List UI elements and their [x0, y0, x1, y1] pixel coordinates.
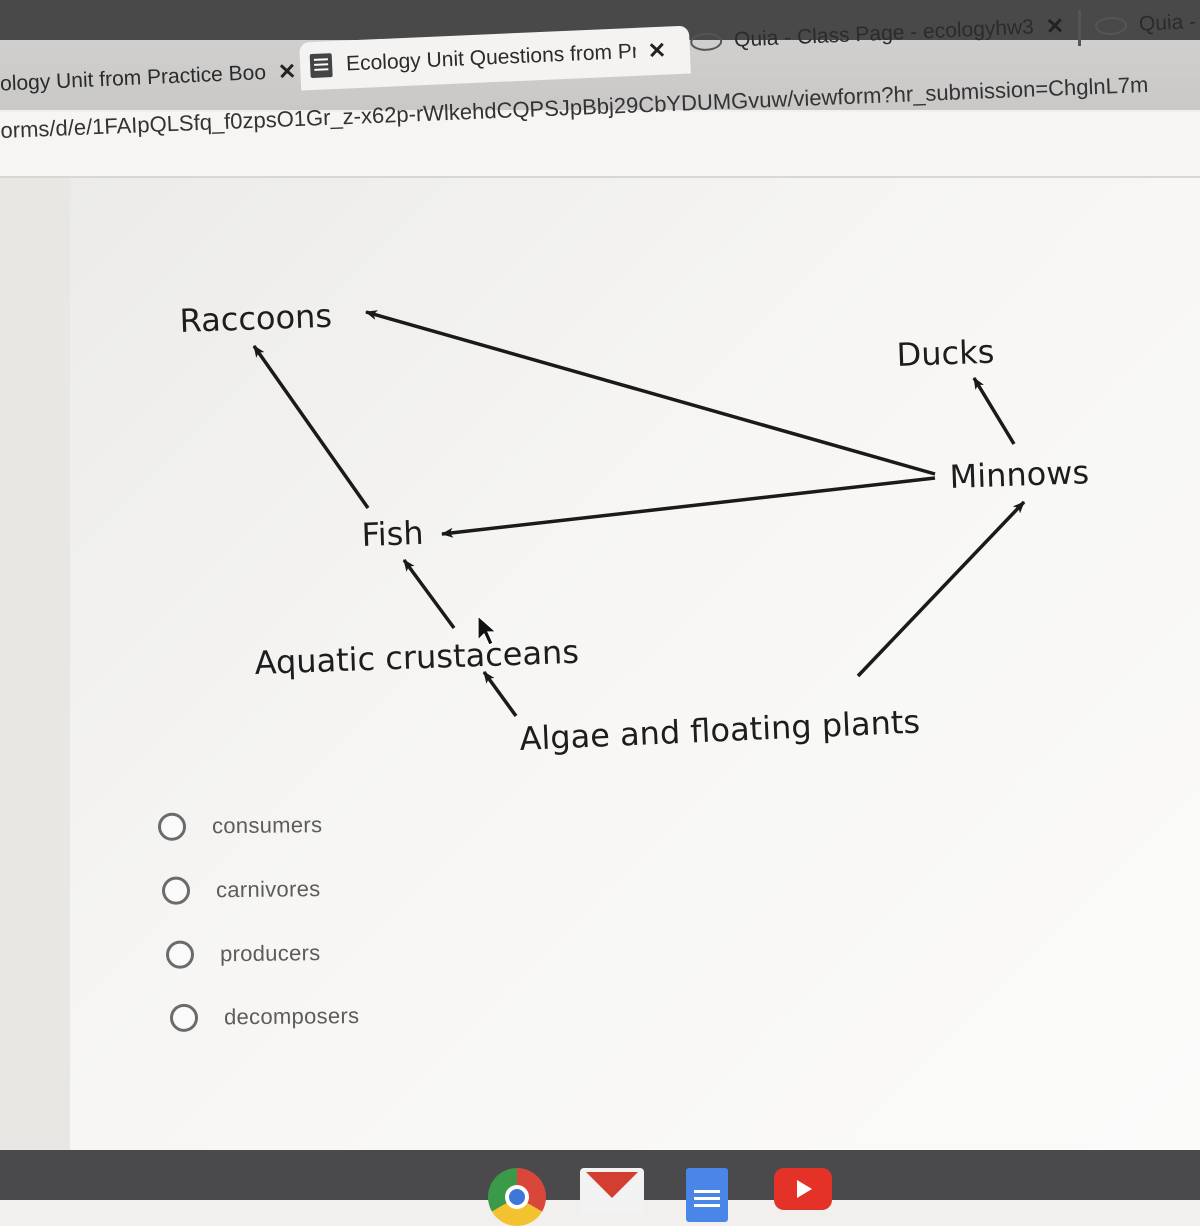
node-fish: Fish [361, 514, 424, 554]
tab-quia[interactable]: Quia - [1094, 0, 1200, 51]
option-consumers[interactable]: consumers [157, 811, 323, 841]
quia-icon [1094, 16, 1128, 36]
forms-doc-icon [309, 53, 333, 79]
radio-button[interactable] [157, 812, 187, 841]
tab-label: Quia - [1138, 10, 1197, 36]
tab-label: ology Unit from Practice Boo [0, 60, 267, 96]
option-carnivores[interactable]: carnivores [161, 875, 321, 905]
arrow-minnows-to-raccoons [365, 310, 936, 476]
quia-icon [689, 32, 723, 52]
arrow-minnows-to-ducks [972, 377, 1016, 445]
tab-ecology-unit-practice-book[interactable]: ology Unit from Practice Boo ✕ [0, 47, 301, 108]
close-tab-icon[interactable]: ✕ [277, 58, 297, 85]
radio-button[interactable] [161, 876, 191, 905]
mouse-cursor-icon [477, 614, 498, 646]
close-tab-icon[interactable]: ✕ [1045, 13, 1065, 39]
youtube-icon[interactable] [774, 1168, 832, 1210]
option-producers[interactable]: producers [165, 939, 321, 969]
chrome-icon[interactable] [488, 1168, 546, 1226]
tab-label: Quia - Class Page - ecologyhw3 [733, 15, 1035, 52]
option-decomposers[interactable]: decomposers [169, 1002, 360, 1032]
arrow-algae-to-crustaceans [482, 670, 518, 718]
option-label: producers [219, 940, 321, 967]
tab-separator [1078, 10, 1081, 46]
address-bar[interactable] [0, 112, 1200, 178]
node-ducks: Ducks [896, 333, 995, 374]
food-web-diagram: Raccoons Ducks Minnows Fish Aquatic crus… [179, 297, 1090, 758]
browser-tab-strip: ology Unit from Practice Boo ✕ Ecology U… [0, 0, 1200, 110]
node-minnows: Minnows [949, 453, 1090, 496]
tab-label: Ecology Unit Questions from Pr [345, 39, 637, 76]
node-algae-and-floating-plants: Algae and floating plants [519, 703, 921, 758]
os-taskbar [0, 1150, 1200, 1226]
page-left-margin [0, 178, 70, 1150]
option-label: decomposers [223, 1003, 360, 1030]
node-raccoons: Raccoons [179, 297, 333, 340]
option-label: consumers [211, 812, 323, 839]
arrow-algae-to-minnows [856, 500, 1026, 678]
form-question-card: Raccoons Ducks Minnows Fish Aquatic crus… [70, 178, 1200, 1150]
close-tab-icon[interactable]: ✕ [647, 37, 667, 64]
arrow-crustaceans-to-fish [402, 558, 456, 630]
radio-button[interactable] [165, 940, 195, 969]
arrow-fish-to-raccoons [252, 344, 370, 510]
gmail-icon[interactable] [580, 1168, 644, 1214]
docs-icon[interactable] [686, 1168, 728, 1222]
radio-button[interactable] [169, 1003, 199, 1032]
node-aquatic-crustaceans: Aquatic crustaceans [254, 633, 580, 682]
option-label: carnivores [215, 876, 321, 903]
arrow-minnows-to-fish [441, 476, 936, 538]
